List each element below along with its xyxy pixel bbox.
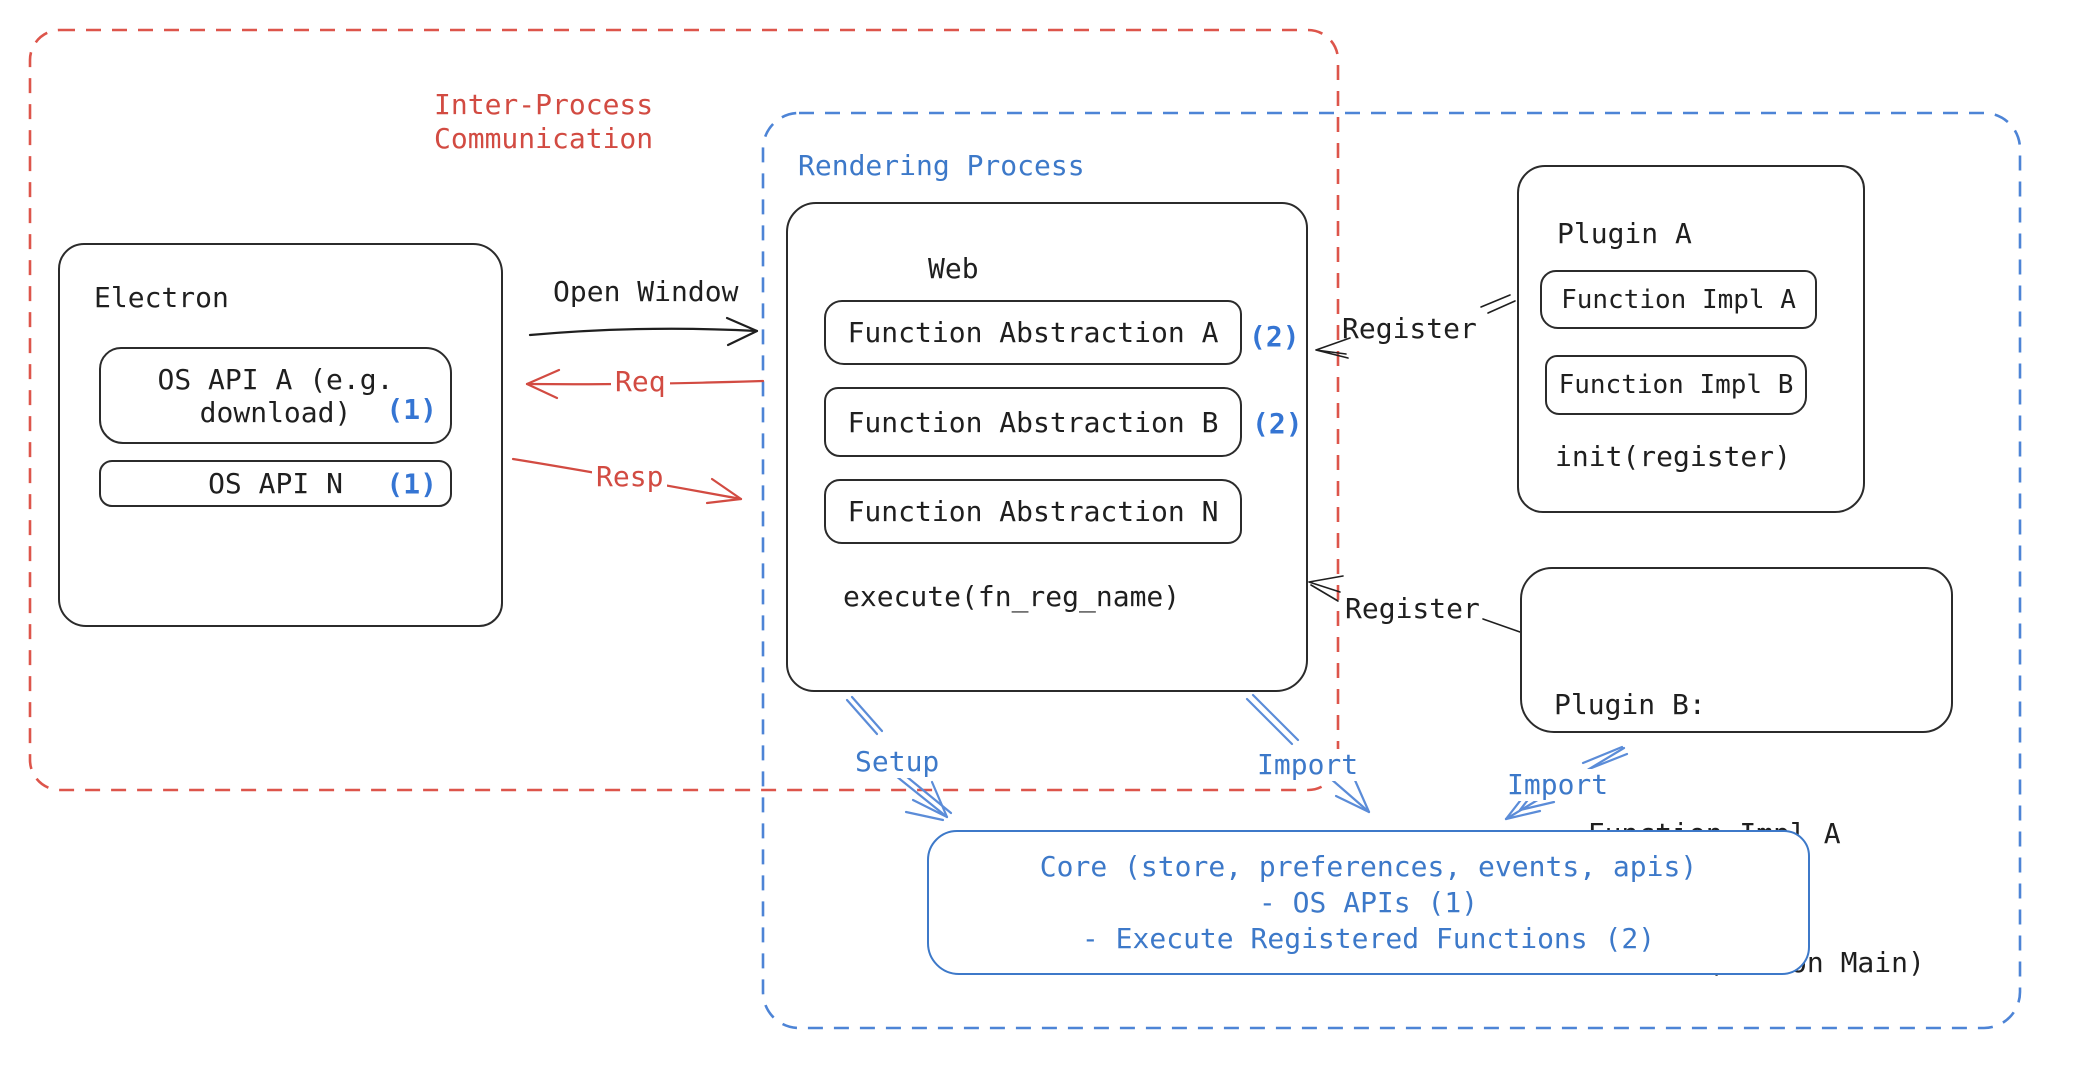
fn-b-badge: (2) xyxy=(1252,407,1303,440)
open-window-label: Open Window xyxy=(553,275,739,308)
function-impl-a-label: Function Impl A xyxy=(1561,284,1796,315)
ipc-label-line1: Inter-Process xyxy=(434,88,654,121)
os-api-a-badge: (1) xyxy=(386,393,437,426)
rendering-dashed-region xyxy=(761,111,2022,1030)
register-bottom-arrow xyxy=(1308,575,1521,633)
electron-box: Electron OS API A (e.g. download) (1) OS… xyxy=(58,243,503,627)
register-top-label: Register xyxy=(1342,312,1477,345)
ipc-dashed-region xyxy=(28,28,1340,792)
register-bottom-label: Register xyxy=(1345,592,1480,625)
fn-a-badge: (2) xyxy=(1249,320,1300,353)
function-impl-b-box: Function Impl B xyxy=(1545,355,1807,415)
core-line-2: - OS APIs (1) xyxy=(1258,885,1479,919)
import-mid-label: Import xyxy=(1253,749,1363,781)
function-abstraction-b-box: Function Abstraction B xyxy=(824,387,1242,457)
resp-label: Resp xyxy=(592,461,668,493)
os-api-n-label: OS API N xyxy=(208,467,343,500)
core-box: Core (store, preferences, events, apis) … xyxy=(927,830,1810,975)
function-abstraction-b-label: Function Abstraction B xyxy=(847,405,1219,439)
os-api-a-line1: OS API A (e.g. xyxy=(157,362,394,396)
plugin-a-title: Plugin A xyxy=(1557,217,1692,250)
web-title: Web xyxy=(928,252,979,285)
ipc-label-line2: Communication xyxy=(434,122,654,155)
core-line-3: - Execute Registered Functions (2) xyxy=(1081,921,1656,955)
register-top-arrow xyxy=(1315,294,1516,359)
execute-fn-label: execute(fn_reg_name) xyxy=(843,580,1181,613)
plugin-b-box: Plugin B: - Function Impl A - Module (ru… xyxy=(1520,567,1953,979)
os-api-a-line2: download) xyxy=(199,395,352,429)
function-abstraction-a-label: Function Abstraction A xyxy=(847,316,1219,349)
req-label: Req xyxy=(611,366,670,398)
os-api-n-box: OS API N (1) xyxy=(99,460,452,507)
rendering-region-label: Rendering Process xyxy=(798,149,1085,182)
plugin-b-title: Plugin B: xyxy=(1554,688,1706,721)
web-box: Web Function Abstraction A Function Abst… xyxy=(786,202,1308,692)
core-line-1: Core (store, preferences, events, apis) xyxy=(1039,849,1698,883)
function-abstraction-a-box: Function Abstraction A xyxy=(824,300,1242,365)
function-abstraction-n-label: Function Abstraction N xyxy=(847,495,1219,528)
import-right-label: Import xyxy=(1503,769,1613,801)
os-api-n-badge: (1) xyxy=(386,467,437,500)
init-register-label: init(register) xyxy=(1555,440,1792,473)
function-impl-a-box: Function Impl A xyxy=(1540,270,1817,329)
open-window-arrow xyxy=(528,316,759,347)
function-impl-b-label: Function Impl B xyxy=(1558,370,1794,400)
plugin-a-box: Plugin A Function Impl A Function Impl B… xyxy=(1517,165,1865,513)
setup-arrow xyxy=(845,695,953,822)
function-abstraction-n-box: Function Abstraction N xyxy=(824,479,1242,544)
electron-title: Electron xyxy=(94,281,229,314)
setup-label: Setup xyxy=(851,746,944,778)
os-api-a-box: OS API A (e.g. download) (1) xyxy=(99,347,452,444)
